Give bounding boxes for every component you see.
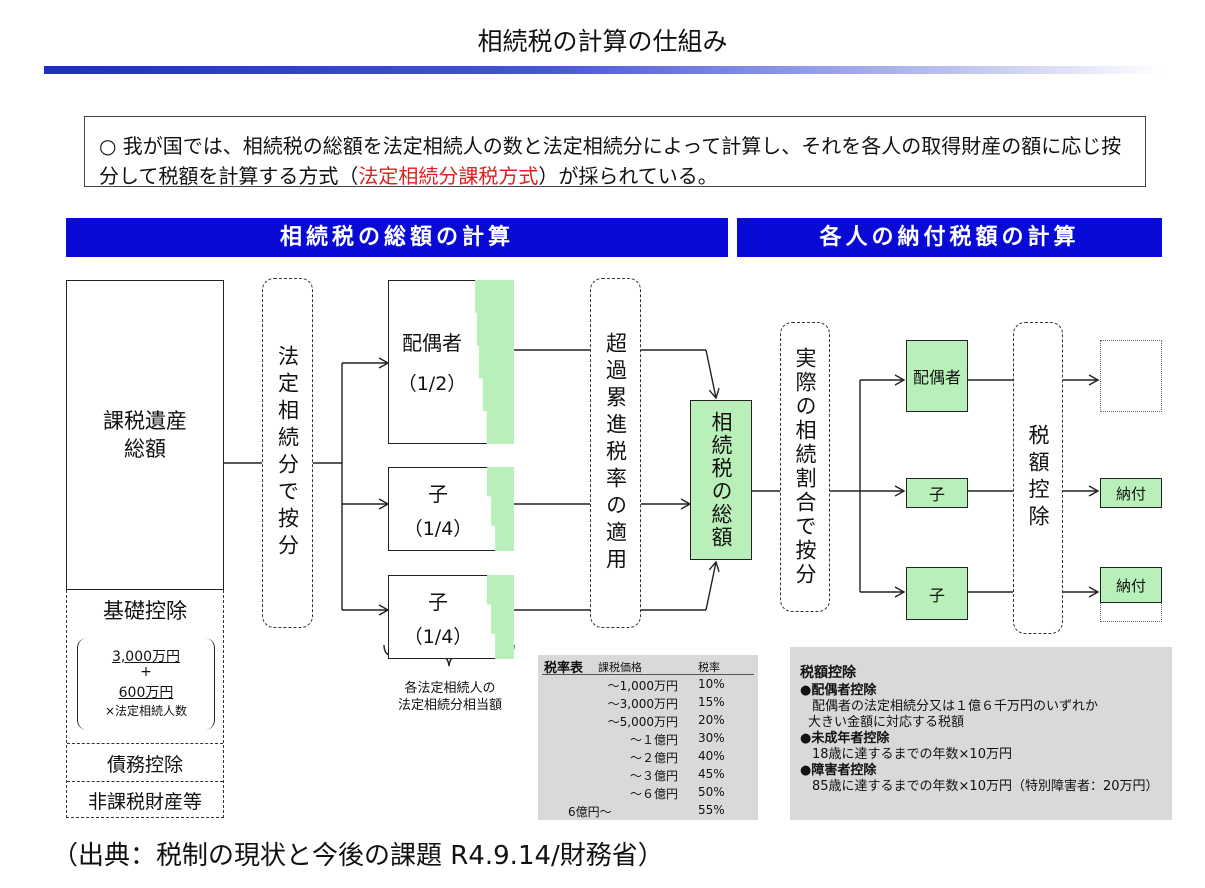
intro-prefix: ○ 我が国では、相続税の総額を法定相続人の数と法定相続分によって計算し、それを各… <box>99 134 1122 188</box>
rate-row-value: ～１億円 <box>629 733 678 747</box>
formula-plus: + <box>140 664 152 680</box>
divider <box>67 781 223 782</box>
header-total-tax: 相続税の総額の計算 <box>66 218 728 257</box>
heir-name: 子 <box>428 482 448 506</box>
rate-row-value: 6億円～ <box>568 805 612 819</box>
formula-line1: 3,000万円 <box>111 649 181 665</box>
rate-row-rate: 10% <box>698 677 725 691</box>
rate-row-rate: 20% <box>698 713 725 727</box>
heirs-caption: 各法定相続人の 法定相続分相当額 <box>397 681 502 713</box>
heir-box-child: 子 （1/4） <box>388 575 514 659</box>
rate-table: 税率表 課税価格 税率 ～1,000万円 10% ～3,000万円 15% ～5… <box>538 655 758 820</box>
rate-row-rate: 45% <box>698 767 725 781</box>
heir-share: （1/4） <box>403 626 473 648</box>
rate-row-value: ～5,000万円 <box>607 715 678 729</box>
rate-row-rate: 30% <box>698 731 725 745</box>
payment-box: 納付 <box>1100 567 1162 603</box>
basic-deduction-label: 基礎控除 <box>103 599 187 623</box>
nontaxable-label: 非課税財産等 <box>87 790 202 813</box>
divider <box>67 743 223 744</box>
rate-row-rate: 55% <box>698 803 725 817</box>
minor-credit-line: 18歳に達するまでの年数×10万円 <box>812 747 1012 762</box>
heir-name: 配偶者 <box>402 331 462 355</box>
deduction-formula: 3,000万円 + 600万円 ×法定相続人数 <box>77 638 215 730</box>
rate-row-value: ～６億円 <box>629 787 678 801</box>
actual-share-split: 実際の相続割合で按分 <box>780 322 830 612</box>
rate-row-rate: 40% <box>698 749 725 763</box>
credits-title: 税額控除 <box>800 665 856 681</box>
intro-box: ○ 我が国では、相続税の総額を法定相続人の数と法定相続分によって計算し、それを各… <box>84 116 1146 188</box>
legal-share-split: 法定相続分で按分 <box>262 278 313 628</box>
page-title: 相続税の計算の仕組み <box>477 27 728 56</box>
rate-row-value: ～1,000万円 <box>607 679 678 693</box>
spouse-credit-title: ●配偶者控除 <box>800 683 877 698</box>
tax-credit: 税額控除 <box>1013 322 1063 634</box>
heir-box-spouse: 配偶者 （1/2） <box>388 280 514 444</box>
spouse-credit-line1: 配偶者の法定相続分又は１億６千万円のいずれか <box>812 699 1099 714</box>
tax-bracket-steps <box>487 575 514 659</box>
heir-share: （1/2） <box>397 373 467 395</box>
payment-box-empty <box>1100 340 1162 412</box>
rate-row-rate: 50% <box>698 785 725 799</box>
formula-line2: 600万円 <box>118 685 174 701</box>
source-footer: （出典：税制の現状と今後の課題 R4.9.14/財務省） <box>52 841 664 871</box>
tax-credit-details: 税額控除 ●配偶者控除 配偶者の法定相続分又は１億６千万円のいずれか 大きい金額… <box>790 647 1172 820</box>
rate-row-value: ～3,000万円 <box>607 697 678 711</box>
intro-highlight: 法定相続分課税方式 <box>358 164 539 188</box>
spouse-credit-line2: 大きい金額に対応する税額 <box>808 715 965 730</box>
disabled-credit-title: ●障害者控除 <box>800 763 877 778</box>
header-individual-tax: 各人の納付税額の計算 <box>737 218 1162 257</box>
right-heir-child: 子 <box>906 478 968 508</box>
rate-col-rate: 税率 <box>698 661 720 674</box>
tax-bracket-steps <box>487 467 514 551</box>
rate-col-value: 課税価格 <box>598 661 642 674</box>
rate-table-rule <box>542 674 754 675</box>
formula-line3: ×法定相続人数 <box>104 704 188 718</box>
tax-bracket-steps <box>475 280 514 444</box>
right-heir-child: 子 <box>906 567 968 620</box>
progressive-rate: 超過累進税率の適用 <box>590 278 641 628</box>
heir-share: （1/4） <box>403 518 473 540</box>
title-underline <box>44 66 1164 74</box>
payment-box-partial: 納付 <box>1100 567 1162 622</box>
taxable-estate-box: 課税遺産 総額 <box>66 280 224 590</box>
rate-row-value: ～２億円 <box>629 751 678 765</box>
rate-row-value: ～３億円 <box>629 769 678 783</box>
heir-box-child: 子 （1/4） <box>388 467 514 551</box>
rate-table-title: 税率表 <box>544 661 584 676</box>
debt-deduction-label: 債務控除 <box>106 753 183 776</box>
payment-box: 納付 <box>1100 478 1162 508</box>
deductions-box: 基礎控除 3,000万円 + 600万円 ×法定相続人数 債務控除 非課税財産等 <box>66 590 224 818</box>
rate-row-rate: 15% <box>698 695 725 709</box>
heir-name: 子 <box>428 590 448 614</box>
right-heir-spouse: 配偶者 <box>906 340 968 412</box>
total-tax-box: 相続税の総額 <box>690 400 752 560</box>
disabled-credit-line: 85歳に達するまでの年数×10万円（特別障害者：20万円） <box>812 779 1159 794</box>
intro-suffix: ）が採られている。 <box>538 164 718 188</box>
minor-credit-title: ●未成年者控除 <box>800 731 890 746</box>
